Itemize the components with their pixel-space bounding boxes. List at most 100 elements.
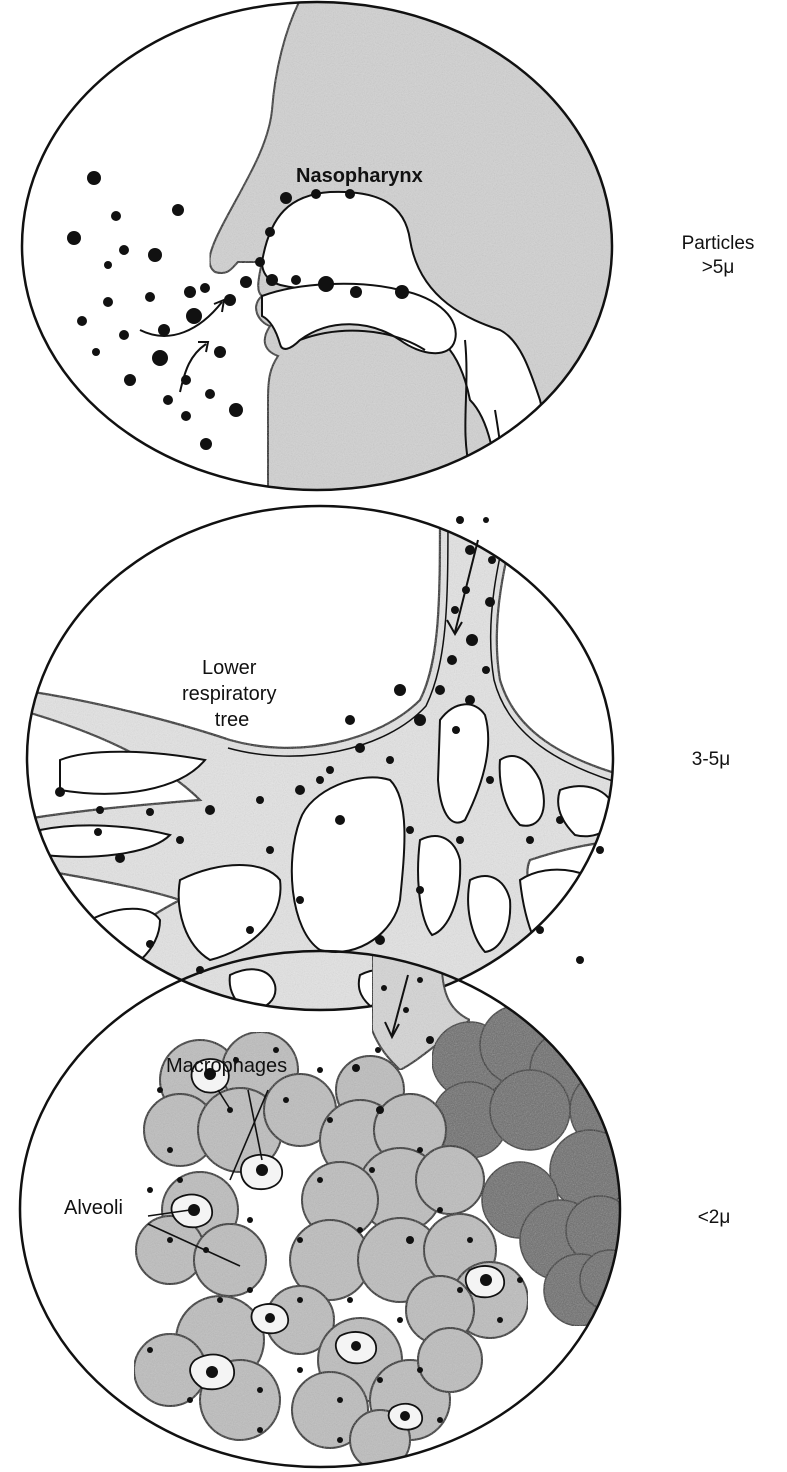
particle-dot <box>376 1106 384 1114</box>
particle-dot <box>186 308 202 324</box>
particle-dot <box>417 977 423 983</box>
particle-dot <box>119 245 129 255</box>
particle-dot <box>247 1217 253 1223</box>
particle-dot <box>266 274 278 286</box>
particle-dot <box>335 815 345 825</box>
particle-dot <box>345 189 355 199</box>
particle-dot <box>311 189 321 199</box>
particle-dot <box>184 286 196 298</box>
particle-dot <box>291 275 301 285</box>
particle-dot <box>246 926 254 934</box>
particle-dot <box>297 1237 303 1243</box>
particle-dot <box>347 1297 353 1303</box>
particle-dot <box>377 1377 383 1383</box>
particle-dot <box>345 715 355 725</box>
particle-dot <box>256 796 264 804</box>
particle-dot <box>456 516 464 524</box>
particle-dot <box>273 1047 279 1053</box>
particle-dot <box>486 776 494 784</box>
particle-dot <box>297 1297 303 1303</box>
particle-dot <box>297 1367 303 1373</box>
particle-dot <box>172 204 184 216</box>
particle-dot <box>205 389 215 399</box>
particle-dot <box>266 846 274 854</box>
particle-dot <box>437 1417 443 1423</box>
particle-dot <box>369 1167 375 1173</box>
particle-dot <box>214 346 226 358</box>
particle-dot <box>403 1007 409 1013</box>
particle-dot <box>326 766 334 774</box>
particle-dot <box>200 438 212 450</box>
particle-dot <box>327 1117 333 1123</box>
particle-dot <box>145 292 155 302</box>
particle-dot <box>87 171 101 185</box>
particle-dot <box>457 1287 463 1293</box>
particle-dot <box>437 1207 443 1213</box>
particle-dot <box>375 1047 381 1053</box>
particle-dot <box>205 805 215 815</box>
particle-dot <box>176 836 184 844</box>
particle-dot <box>417 1367 423 1373</box>
particle-dot <box>465 695 475 705</box>
particle-dot <box>146 808 154 816</box>
particle-dot <box>257 1387 263 1393</box>
particle-dot <box>247 1287 253 1293</box>
particle-dot <box>103 297 113 307</box>
particle-dot <box>517 1277 523 1283</box>
particle-dot <box>406 1236 414 1244</box>
particle-dot <box>576 956 584 964</box>
particle-dot <box>147 1187 153 1193</box>
alveoli-label: Alveoli <box>64 1197 123 1219</box>
particle-dot <box>115 853 125 863</box>
particle-dot <box>296 896 304 904</box>
particle-dot <box>483 517 489 523</box>
particle-dot <box>94 828 102 836</box>
particle-dot <box>163 395 173 405</box>
macrophages-label: Macrophages <box>166 1055 287 1077</box>
particle-dot <box>451 606 459 614</box>
particle-dot <box>357 1227 363 1233</box>
particle-dot <box>466 634 478 646</box>
particle-dot <box>414 714 426 726</box>
particle-dot <box>147 1347 153 1353</box>
particle-dot <box>416 886 424 894</box>
particle-size-label-small: <2μ <box>684 1206 744 1230</box>
particle-dot <box>350 286 362 298</box>
particle-dot <box>394 684 406 696</box>
particle-dot <box>224 294 236 306</box>
lower-respiratory-label: Lower respiratory tree <box>182 657 282 731</box>
size-3-5: 3-5μ <box>676 748 746 772</box>
particle-dot <box>488 556 496 564</box>
particle-dot <box>355 743 365 753</box>
particle-dot <box>316 776 324 784</box>
particle-dot <box>406 826 414 834</box>
particle-dot <box>181 375 191 385</box>
particle-dot <box>217 1297 223 1303</box>
particle-dot <box>146 940 154 948</box>
particle-size-label-medium: 3-5μ <box>676 748 746 772</box>
panel-alveoli: Macrophages Alveoli <box>20 950 650 1470</box>
particle-dot <box>318 276 334 292</box>
particle-dot <box>381 985 387 991</box>
particle-dot <box>119 330 129 340</box>
particle-dot <box>482 666 490 674</box>
particle-dot <box>111 211 121 221</box>
particle-dot <box>317 1067 323 1073</box>
particle-dot <box>352 1064 360 1072</box>
particle-dot <box>167 1147 173 1153</box>
particle-dot <box>187 1397 193 1403</box>
particle-dot <box>67 231 81 245</box>
particle-dot <box>157 1087 163 1093</box>
particle-dot <box>526 836 534 844</box>
particle-dot <box>181 411 191 421</box>
particle-dot <box>596 846 604 854</box>
size-gt5: >5μ <box>672 256 764 280</box>
particle-dot <box>386 756 394 764</box>
particle-dot <box>158 324 170 336</box>
particle-dot <box>556 816 564 824</box>
particle-dot <box>497 1317 503 1323</box>
particle-dot <box>200 283 210 293</box>
particle-dot <box>104 261 112 269</box>
nasopharynx-label: Nasopharynx <box>296 165 423 187</box>
particle-dot <box>375 935 385 945</box>
